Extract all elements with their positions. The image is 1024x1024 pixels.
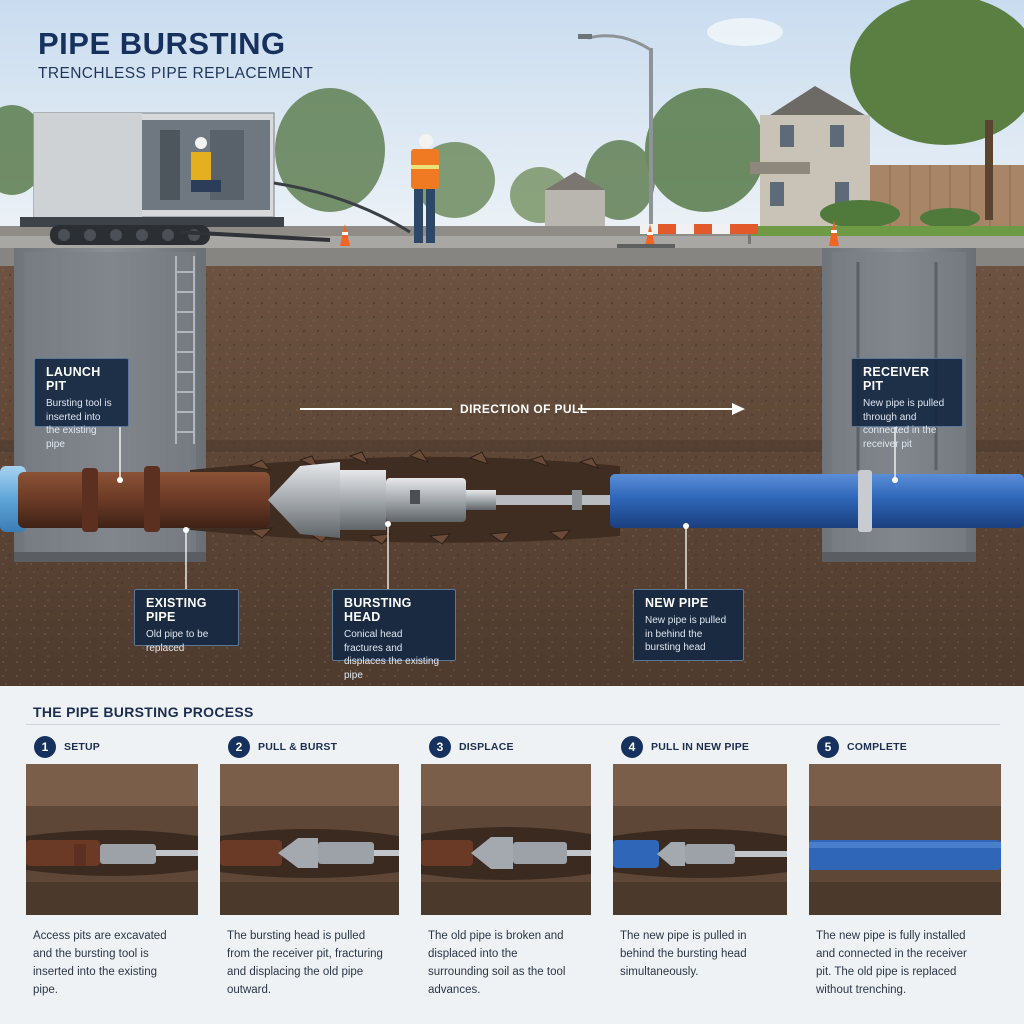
process-step-pull-burst: 2 PULL & BURST The bursting head is pull…	[220, 736, 399, 996]
step-description: The new pipe is fully installed and conn…	[816, 930, 967, 996]
callout-text: Old pipe to be replaced	[146, 629, 209, 654]
callout-launch-pit: LAUNCH PIT Bursting tool is inserted int…	[34, 358, 129, 450]
bursting-head	[268, 462, 614, 538]
step-name: PULL IN NEW PIPE	[651, 741, 750, 753]
callout-text: New pipe is pulled in behind the burstin…	[645, 615, 727, 653]
worker	[411, 134, 439, 243]
step-number: 3	[429, 736, 451, 758]
callout-existing-pipe: EXISTING PIPE Old pipe to be replaced	[134, 589, 239, 654]
cross-section-scene: PIPE BURSTING TRENCHLESS PIPE REPLACEMEN…	[0, 0, 1024, 686]
callout-title: EXISTING PIPE	[146, 596, 207, 624]
callout-text: Bursting tool is inserted into the exist…	[46, 398, 112, 450]
page-title: PIPE BURSTING	[38, 26, 286, 61]
step-number: 5	[817, 736, 839, 758]
callout-text: Conical head fractures and displaces the…	[344, 629, 440, 681]
process-step-setup: 1 SETUP Access pits are excavated and th…	[26, 736, 198, 996]
direction-of-pull-label: DIRECTION OF PULL	[460, 402, 588, 416]
process-section: THE PIPE BURSTING PROCESS 1 SETUP Access…	[0, 686, 1024, 1024]
callout-title: BURSTING HEAD	[344, 596, 412, 624]
callout-title: LAUNCH PIT	[46, 365, 101, 393]
step-name: SETUP	[64, 741, 101, 753]
callout-bursting-head: BURSTING HEAD Conical head fractures and…	[332, 589, 456, 681]
step-illustration	[809, 764, 1001, 915]
process-divider	[26, 724, 1000, 725]
step-number: 1	[34, 736, 56, 758]
step-name: PULL & BURST	[258, 741, 338, 753]
step-name: DISPLACE	[459, 741, 514, 753]
callout-text: New pipe is pulled through and connected…	[863, 398, 945, 450]
step-description: The old pipe is broken and displaced int…	[428, 930, 566, 996]
step-description: Access pits are excavated and the bursti…	[33, 930, 167, 996]
callout-title: RECEIVER PIT	[863, 365, 930, 393]
process-step-pull-in-new-pipe: 4 PULL IN NEW PIPE The new pipe is pulle…	[613, 736, 787, 978]
page-subtitle: TRENCHLESS PIPE REPLACEMENT	[38, 65, 314, 82]
step-illustration	[613, 764, 787, 915]
direction-arrow	[300, 403, 745, 415]
bursting-machine	[20, 112, 411, 245]
callout-new-pipe: NEW PIPE New pipe is pulled in behind th…	[633, 589, 744, 661]
process-step-displace: 3 DISPLACE The old pipe is broken and di…	[421, 736, 591, 996]
step-description: The new pipe is pulled in behind the bur…	[620, 930, 747, 978]
scene-illustration	[0, 0, 1024, 686]
street-light	[578, 34, 653, 238]
step-number: 4	[621, 736, 643, 758]
callout-title: NEW PIPE	[645, 596, 709, 610]
traffic-cones	[340, 220, 839, 246]
step-name: COMPLETE	[847, 741, 907, 753]
new-pipe	[610, 470, 1024, 532]
callout-receiver-pit: RECEIVER PIT New pipe is pulled through …	[851, 358, 963, 450]
existing-pipe	[18, 466, 270, 532]
step-illustration	[26, 764, 198, 915]
large-tree	[850, 0, 1024, 145]
process-step-complete: 5 COMPLETE The new pipe is fully install…	[809, 736, 1001, 996]
step-description: The bursting head is pulled from the rec…	[227, 930, 383, 996]
step-illustration	[220, 764, 399, 915]
process-title: THE PIPE BURSTING PROCESS	[33, 704, 254, 720]
step-number: 2	[228, 736, 250, 758]
step-illustration	[421, 764, 591, 915]
